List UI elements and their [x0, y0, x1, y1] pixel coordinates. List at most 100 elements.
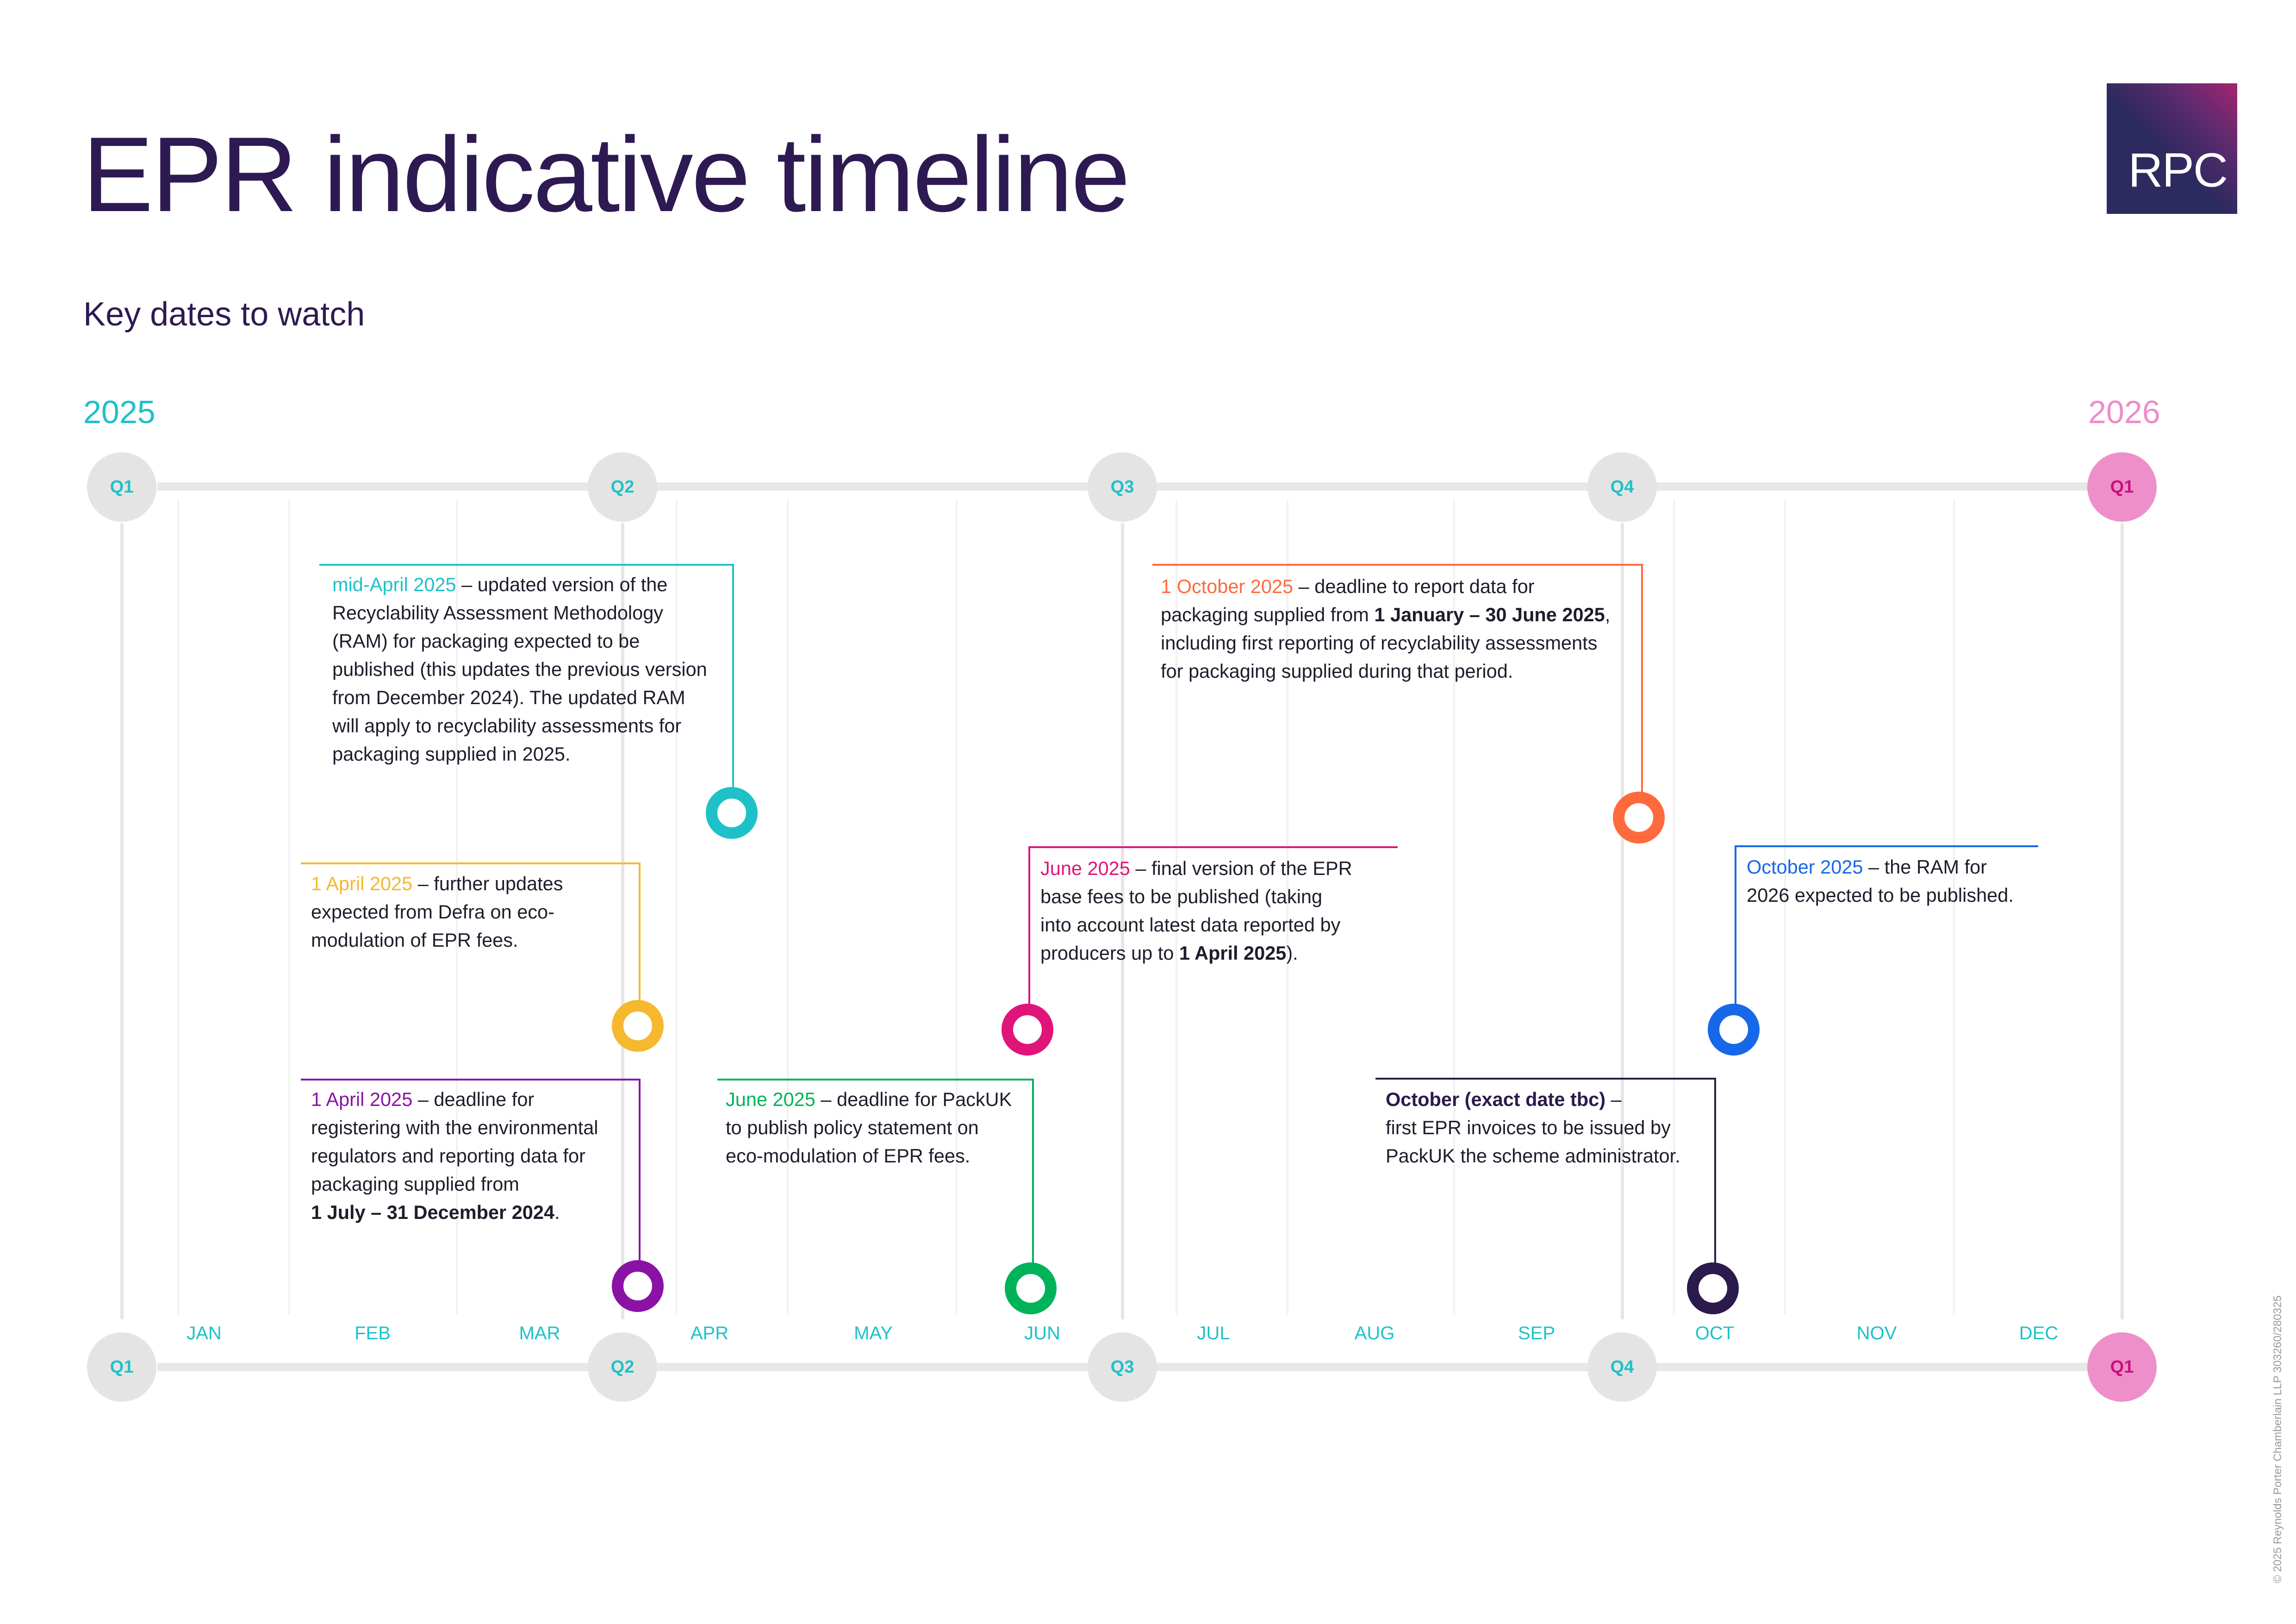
- event-base-fees-june-punct: ).: [1286, 942, 1298, 964]
- month-label-sep: SEP: [1518, 1323, 1556, 1343]
- quarter-marker-top-q1: Q1: [87, 452, 156, 522]
- event-report-oct-line: including first reporting of recyclabili…: [1161, 632, 1598, 654]
- connector-report-oct: [1152, 564, 1643, 793]
- event-report-oct-date: 1 October 2025: [1161, 575, 1294, 597]
- month-label-jun: JUN: [1024, 1323, 1060, 1343]
- page-title: EPR indicative timeline: [82, 115, 1130, 234]
- event-report-oct-line: – deadline to report data for: [1293, 575, 1535, 597]
- connector-ram-oct: [1735, 845, 2038, 1006]
- event-invoices-oct-line: first EPR invoices to be issued by: [1386, 1117, 1671, 1138]
- event-ram-april-line: packaging supplied in 2025.: [332, 743, 571, 765]
- month-label-mar: MAR: [519, 1323, 560, 1343]
- connector-register-april: [301, 1079, 641, 1261]
- quarter-marker-bottom-q4: Q4: [1587, 1332, 1657, 1402]
- quarter-line-q4: [1621, 523, 1624, 1319]
- quarter-marker-top-q4: Q4: [1587, 452, 1657, 522]
- event-invoices-oct-line: –: [1605, 1088, 1622, 1110]
- quarter-marker-bottom-q1-next: Q1: [2087, 1332, 2157, 1402]
- quarter-line-q1-next: [2121, 523, 2124, 1319]
- gridline-mar: [456, 500, 458, 1315]
- event-base-fees-june: June 2025 – final version of the EPR bas…: [1040, 854, 1352, 967]
- event-ram-april-date: mid-April 2025: [332, 574, 456, 595]
- gridline-jan: [177, 500, 179, 1315]
- event-base-fees-june-cutoff: 1 April 2025: [1179, 942, 1287, 964]
- event-packuk-june-line: eco-modulation of EPR fees.: [726, 1145, 971, 1167]
- event-ram-oct-line: – the RAM for: [1863, 856, 1987, 878]
- event-ram-oct-date: October 2025: [1747, 856, 1863, 878]
- gridline-may: [787, 500, 789, 1315]
- year-end-label: 2026: [2088, 394, 2160, 430]
- event-register-april-period: 1 July – 31 December 2024: [311, 1201, 555, 1223]
- month-label-nov: NOV: [1856, 1323, 1897, 1343]
- event-report-oct-period: 1 January – 30 June 2025: [1374, 604, 1605, 625]
- gridline-apr: [676, 500, 678, 1315]
- gridline-oct: [1673, 500, 1675, 1315]
- rpc-logo: RPC: [2107, 83, 2237, 214]
- event-base-fees-june-line: into account latest data reported by: [1040, 914, 1341, 936]
- gridline-aug: [1287, 500, 1288, 1315]
- event-invoices-oct: October (exact date tbc) – first EPR inv…: [1386, 1085, 1680, 1170]
- month-label-aug: AUG: [1354, 1323, 1395, 1343]
- gridline-nov: [1784, 500, 1786, 1315]
- event-register-april-line: regulators and reporting data for: [311, 1145, 585, 1167]
- event-ram-oct-line: 2026 expected to be published.: [1747, 884, 2014, 906]
- connector-base-fees-june: [1028, 846, 1398, 1006]
- quarter-marker-bottom-q1: Q1: [87, 1332, 156, 1402]
- event-ram-april: mid-April 2025 – updated version of the …: [332, 570, 707, 768]
- event-ram-april-line: – updated version of the: [456, 574, 668, 595]
- event-base-fees-june-line: producers up to: [1040, 942, 1179, 964]
- event-packuk-june: June 2025 – deadline for PackUK to publi…: [726, 1085, 1012, 1170]
- copyright-notice: © 2025 Reynolds Porter Chamberlain LLP 3…: [2271, 1295, 2284, 1583]
- event-ram-april-line: will apply to recyclability assessments …: [332, 715, 682, 737]
- event-ram-oct: October 2025 – the RAM for 2026 expected…: [1747, 853, 2014, 909]
- quarter-marker-bottom-q3: Q3: [1088, 1332, 1157, 1402]
- event-defra-april-line: expected from Defra on eco-: [311, 901, 554, 923]
- event-report-oct-punct: ,: [1605, 604, 1611, 625]
- event-packuk-june-line: to publish policy statement on: [726, 1117, 979, 1138]
- event-register-april-date: 1 April 2025: [311, 1088, 413, 1110]
- quarter-line-q2: [621, 523, 624, 1319]
- gridline-feb: [288, 500, 290, 1315]
- quarter-line-q1: [120, 523, 124, 1319]
- gridline-jun: [956, 500, 958, 1315]
- year-start-label: 2025: [83, 394, 156, 430]
- event-ram-april-line: Recyclability Assessment Methodology: [332, 602, 664, 624]
- event-packuk-june-line: – deadline for PackUK: [815, 1088, 1012, 1110]
- logo-text: RPC: [2128, 144, 2228, 197]
- milestone-dot-base-fees-june: [1002, 1004, 1053, 1056]
- event-invoices-oct-date: October (exact date tbc): [1386, 1088, 1606, 1110]
- quarter-line-q3: [1121, 523, 1124, 1319]
- event-defra-april-date: 1 April 2025: [311, 873, 413, 894]
- milestone-dot-packuk-june: [1005, 1262, 1057, 1314]
- quarter-marker-top-q2: Q2: [588, 452, 657, 522]
- event-packuk-june-date: June 2025: [726, 1088, 815, 1110]
- event-ram-april-line: published (this updates the previous ver…: [332, 658, 707, 680]
- event-register-april-line: packaging supplied from: [311, 1173, 519, 1195]
- quarter-marker-top-q1-next: Q1: [2087, 452, 2157, 522]
- event-invoices-oct-line: PackUK the scheme administrator.: [1386, 1145, 1680, 1167]
- month-label-oct: OCT: [1695, 1323, 1735, 1343]
- event-ram-april-line: from December 2024). The updated RAM: [332, 687, 685, 708]
- milestone-dot-defra-april: [612, 1000, 664, 1052]
- event-register-april: 1 April 2025 – deadline for registering …: [311, 1085, 598, 1226]
- event-report-oct: 1 October 2025 – deadline to report data…: [1161, 572, 1610, 685]
- page-subtitle: Key dates to watch: [83, 296, 365, 333]
- quarter-marker-bottom-q2: Q2: [588, 1332, 657, 1402]
- gridline-sep: [1453, 500, 1455, 1315]
- connector-defra-april: [301, 862, 641, 1001]
- milestone-dot-register-april: [612, 1260, 664, 1312]
- event-ram-april-line: (RAM) for packaging expected to be: [332, 630, 640, 652]
- gridline-dec: [1953, 500, 1955, 1315]
- event-register-april-punct: .: [554, 1201, 560, 1223]
- event-register-april-line: registering with the environmental: [311, 1117, 598, 1138]
- gridline-jul: [1176, 500, 1177, 1315]
- event-report-oct-line: for packaging supplied during that perio…: [1161, 660, 1513, 682]
- milestone-dot-ram-april: [706, 787, 758, 839]
- event-base-fees-june-line: – final version of the EPR: [1130, 857, 1352, 879]
- connector-ram-april: [319, 564, 734, 788]
- month-label-apr: APR: [690, 1323, 729, 1343]
- milestone-dot-invoices-oct: [1687, 1262, 1739, 1314]
- quarter-marker-top-q3: Q3: [1088, 452, 1157, 522]
- month-label-dec: DEC: [2019, 1323, 2059, 1343]
- event-defra-april-line: modulation of EPR fees.: [311, 929, 518, 951]
